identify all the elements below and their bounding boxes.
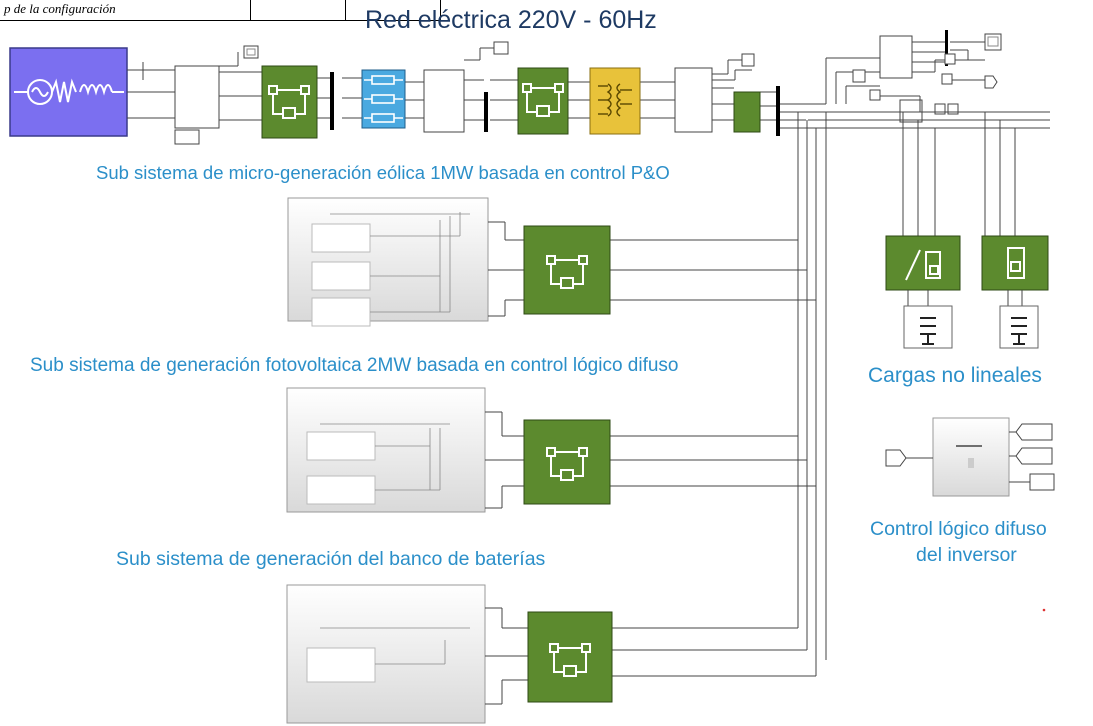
goto-tag-1[interactable] [984, 75, 998, 89]
measurement-block-1[interactable] [174, 65, 220, 145]
rectifier-load-1[interactable] [903, 305, 953, 349]
wind-subsystem-block[interactable] [287, 197, 489, 327]
display-block-1[interactable] [944, 53, 956, 65]
bus-bar-4 [945, 30, 948, 66]
wind-subsystem-label: Sub sistema de micro-generación eólica 1… [96, 162, 670, 183]
loads-label: Cargas no lineales [868, 364, 1042, 387]
page-title: Red eléctrica 220V - 60Hz [365, 6, 657, 34]
stray-dot [1042, 608, 1046, 612]
battery-breaker[interactable] [527, 611, 613, 703]
scope-icon-1[interactable] [243, 45, 259, 59]
rectifier-load-2[interactable] [999, 305, 1039, 349]
display-block-5[interactable] [947, 103, 959, 115]
top-caption-text: p de la configuración [4, 1, 116, 16]
fuzzy-control-block[interactable] [932, 417, 1010, 497]
breaker-3[interactable] [733, 91, 761, 133]
top-caption-strip: p de la configuración [0, 0, 441, 21]
transmission-line-block[interactable] [361, 69, 406, 129]
battery-subsystem-block[interactable] [286, 584, 486, 724]
transformer-icon [598, 83, 632, 117]
ac-source-icon [14, 78, 124, 105]
scope-icon-3[interactable] [741, 53, 755, 67]
load-wires [907, 290, 1023, 306]
from-tag[interactable] [885, 449, 907, 467]
bus-bar-3 [776, 86, 780, 136]
pv-subsystem-label: Sub sistema de generación fotovoltaica 2… [30, 355, 679, 376]
measurement-block-2[interactable] [423, 69, 465, 133]
measurement-block-3[interactable] [674, 67, 713, 133]
load-breaker-2[interactable] [981, 235, 1049, 291]
pv-subsystem-block[interactable] [286, 387, 486, 513]
display-block-3[interactable] [869, 89, 881, 101]
breaker-1[interactable] [261, 65, 318, 139]
transformer-block[interactable] [589, 67, 641, 135]
main-bus-lines [780, 95, 1050, 676]
goto-tag-2[interactable] [1015, 423, 1053, 441]
breaker-2[interactable] [517, 67, 569, 135]
power-measurement-block[interactable] [879, 35, 913, 79]
bus-bar-2 [484, 92, 488, 132]
goto-tag-3[interactable] [1015, 447, 1053, 465]
bus-bar-1 [330, 72, 334, 130]
pv-wires [485, 411, 816, 509]
display-block-4[interactable] [934, 103, 946, 115]
display-block-2[interactable] [941, 73, 953, 85]
wind-wires [488, 221, 816, 317]
scope-icon-4[interactable] [984, 33, 1002, 51]
scope-icon-5[interactable] [852, 69, 866, 83]
gain-block[interactable] [899, 99, 923, 123]
battery-subsystem-label: Sub sistema de generación del banco de b… [116, 548, 546, 570]
battery-wires [485, 607, 816, 705]
load-breaker-1[interactable] [885, 235, 961, 291]
control-label-line1: Control lógico difuso [870, 518, 1047, 540]
display-block-6[interactable] [1029, 473, 1055, 491]
scope-icon-2[interactable] [493, 41, 509, 55]
grid-source-block[interactable] [9, 47, 128, 137]
pv-breaker[interactable] [523, 419, 611, 505]
control-label-line2: del inversor [916, 544, 1017, 566]
wind-breaker[interactable] [523, 225, 611, 315]
